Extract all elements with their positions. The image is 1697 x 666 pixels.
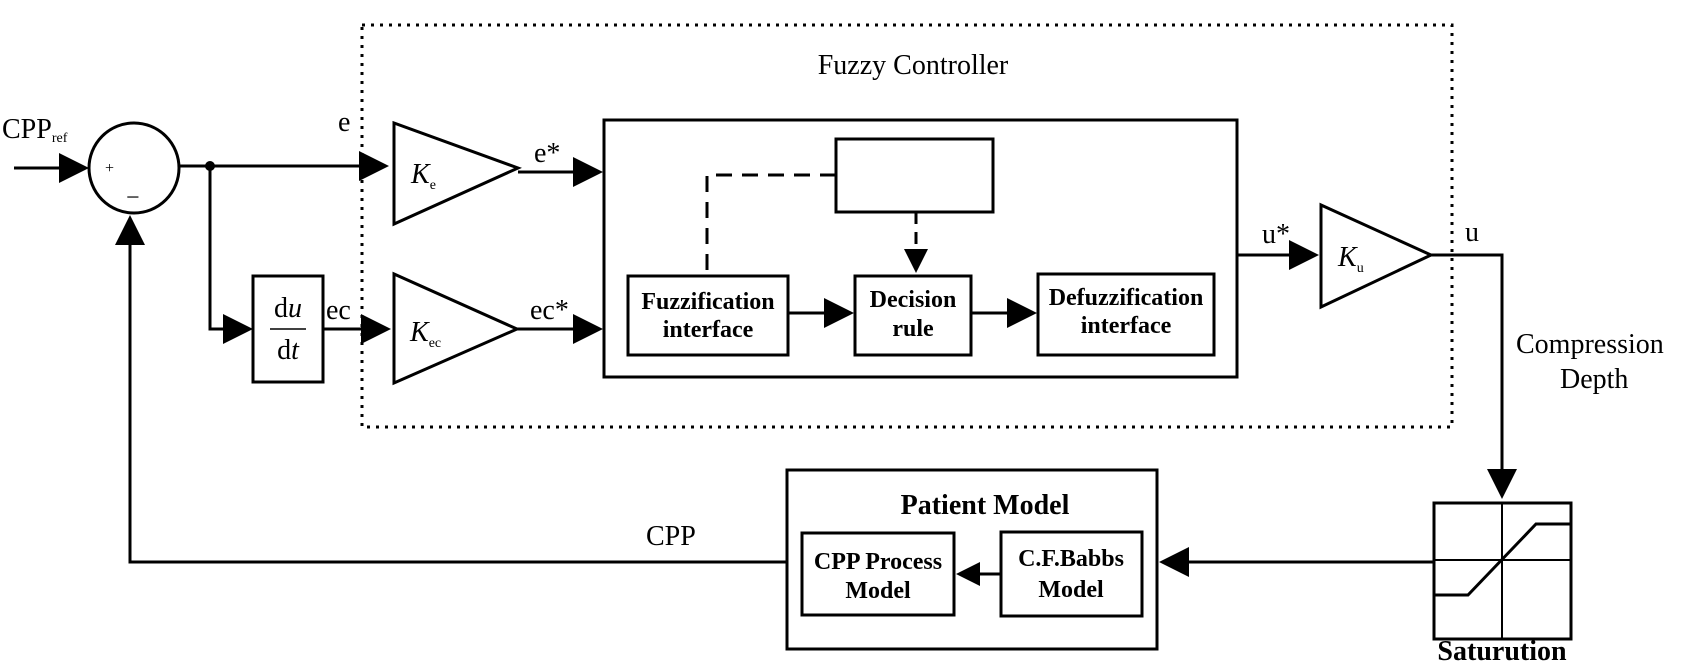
cpp-process-model-block — [800, 531, 956, 617]
patient-model-title: Patient Model — [901, 490, 1070, 521]
knowledge-base-block — [834, 137, 995, 214]
defuzzification-label-line1: Defuzzification — [1049, 285, 1204, 311]
derivative-denominator: dt — [277, 335, 300, 366]
gain-kec-label: Kec — [409, 317, 441, 351]
defuzzification-label-line2: interface — [1081, 313, 1172, 339]
fuzzification-interface-block — [626, 274, 790, 357]
gain-kec — [392, 271, 521, 386]
cpp-process-label-line1: CPP Process — [814, 549, 942, 575]
summing-junction — [87, 121, 181, 215]
babbs-label-line1: C.F.Babbs — [1018, 546, 1124, 572]
babbs-model-block — [999, 530, 1144, 618]
ec-label: ec — [326, 295, 351, 326]
fuzzification-label-line1: Fuzzification — [641, 289, 774, 315]
cpp-ref-label: CPPref — [2, 114, 68, 146]
e-star-label: e* — [534, 138, 560, 169]
u-star-label: u* — [1262, 219, 1290, 250]
decision-label-line2: rule — [892, 316, 934, 342]
knowledge-to-fuzzification-dashed — [705, 173, 836, 274]
gain-ke-label: Ke — [410, 159, 436, 193]
compression-depth-line2: Depth — [1560, 364, 1628, 395]
babbs-label-line2: Model — [1038, 577, 1104, 603]
fuzzy-controller-title: Fuzzy Controller — [818, 50, 1009, 81]
u-output-line — [1431, 253, 1517, 499]
gain-ku — [1319, 202, 1435, 310]
defuzzification-interface-block — [1036, 272, 1216, 357]
fuzzification-label-line2: interface — [663, 317, 754, 343]
error-label: e — [338, 107, 350, 138]
ec-star-label: ec* — [530, 295, 569, 326]
u-label: u — [1465, 217, 1479, 248]
plus-sign: + — [105, 160, 114, 177]
fuzzy-controller-boundary — [360, 23, 1454, 429]
minus-sign: − — [126, 185, 140, 211]
feedback-line — [115, 215, 787, 564]
saturation-label: Saturution — [1437, 636, 1567, 666]
saturation-curve — [1434, 522, 1571, 597]
cpp-feedback-label: CPP — [646, 521, 696, 552]
decision-rule-block — [853, 274, 973, 357]
cpp-process-label-line2: Model — [845, 578, 911, 604]
compression-depth-line1: Compression — [1516, 329, 1664, 360]
gain-ku-label: Ku — [1337, 242, 1364, 276]
decision-label-line1: Decision — [870, 287, 957, 313]
branch-to-derivative — [208, 166, 253, 344]
derivative-numerator: du — [274, 293, 302, 324]
gain-ke — [392, 120, 522, 227]
